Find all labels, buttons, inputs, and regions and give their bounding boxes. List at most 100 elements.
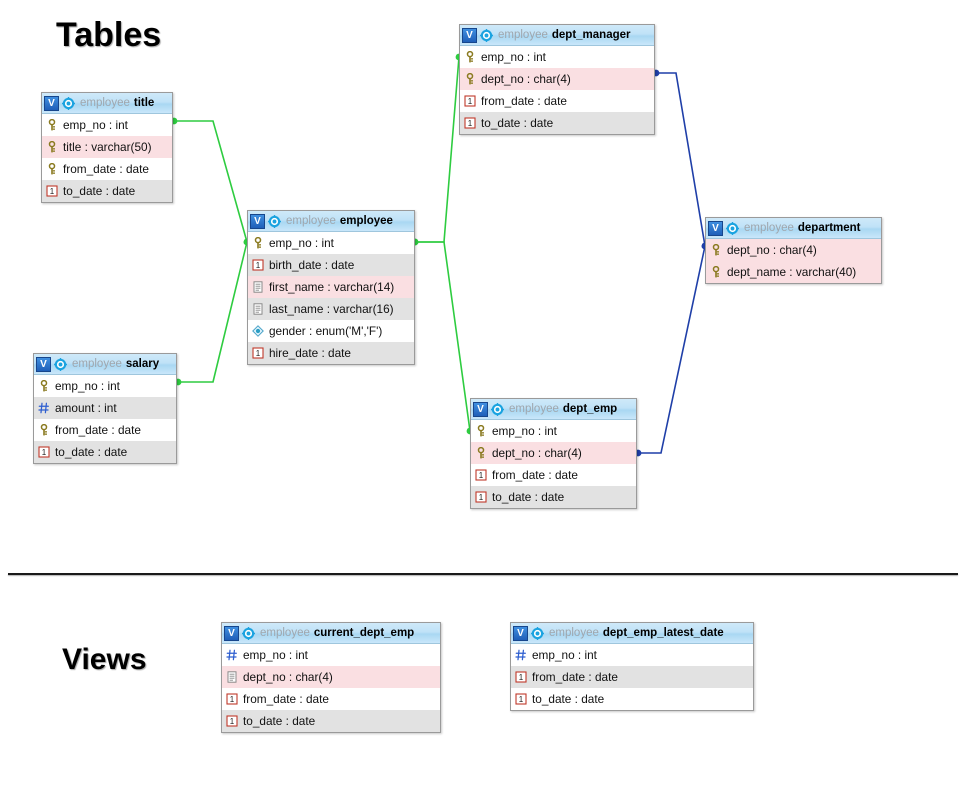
date-icon: 1	[38, 446, 50, 458]
field-row[interactable]: 1 to_date : date	[222, 710, 440, 732]
field-label: to_date : date	[243, 714, 316, 728]
svg-text:1: 1	[42, 448, 47, 457]
key-icon	[254, 237, 262, 249]
field-row[interactable]: emp_no : int	[460, 46, 654, 68]
date-icon: 1	[252, 347, 264, 359]
field-row[interactable]: dept_no : char(4)	[706, 239, 881, 261]
field-row[interactable]: dept_name : varchar(40)	[706, 261, 881, 283]
key-icon	[40, 380, 48, 392]
relationship-salary-to-employee	[178, 241, 248, 383]
svg-text:1: 1	[256, 261, 261, 270]
date-icon: 1	[226, 693, 238, 705]
field-row[interactable]: emp_no : int	[511, 644, 753, 666]
field-label: last_name : varchar(16)	[269, 302, 394, 316]
date-icon: 1	[46, 185, 58, 197]
gear-icon	[726, 221, 739, 235]
table-name: dept_emp_latest_date	[602, 627, 724, 639]
relationship-dept_manager-to-department	[656, 72, 706, 247]
key-icon	[466, 51, 474, 63]
field-row[interactable]: from_date : date	[34, 419, 176, 441]
svg-text:1: 1	[230, 717, 235, 726]
field-row[interactable]: dept_no : char(4)	[460, 68, 654, 90]
key-icon	[712, 244, 720, 256]
field-row[interactable]: emp_no : int	[34, 375, 176, 397]
field-row[interactable]: dept_no : char(4)	[471, 442, 636, 464]
field-row[interactable]: dept_no : char(4)	[222, 666, 440, 688]
gear-icon	[491, 402, 504, 416]
gear-icon	[531, 626, 544, 640]
field-label: from_date : date	[481, 94, 567, 108]
field-row[interactable]: title : varchar(50)	[42, 136, 172, 158]
field-row[interactable]: 1 to_date : date	[460, 112, 654, 134]
key-icon	[48, 119, 56, 131]
schema-name: employee	[509, 403, 559, 415]
field-label: from_date : date	[492, 468, 578, 482]
relationship-title-to-employee	[174, 120, 248, 243]
view-badge-icon: V	[44, 95, 59, 111]
field-row[interactable]: amount : int	[34, 397, 176, 419]
table-name: title	[133, 97, 155, 109]
field-label: to_date : date	[481, 116, 554, 130]
field-row[interactable]: emp_no : int	[248, 232, 414, 254]
field-row[interactable]: emp_no : int	[222, 644, 440, 666]
field-row[interactable]: last_name : varchar(16)	[248, 298, 414, 320]
gear-icon	[480, 28, 493, 42]
view-badge-icon: V	[462, 27, 477, 43]
field-row[interactable]: from_date : date	[42, 158, 172, 180]
date-icon: 1	[464, 117, 476, 129]
date-icon: 1	[515, 693, 527, 705]
field-label: dept_name : varchar(40)	[727, 265, 857, 279]
schema-name: employee	[744, 222, 794, 234]
field-row[interactable]: 1 from_date : date	[460, 90, 654, 112]
section-title-tables: Tables	[56, 16, 162, 54]
field-label: emp_no : int	[269, 236, 334, 250]
view-badge-icon: V	[36, 356, 51, 372]
key-icon	[712, 266, 720, 278]
field-label: first_name : varchar(14)	[269, 280, 395, 294]
field-row[interactable]: emp_no : int	[42, 114, 172, 136]
svg-text:1: 1	[468, 119, 473, 128]
schema-name: employee	[80, 97, 130, 109]
date-icon: 1	[475, 491, 487, 503]
date-icon: 1	[226, 715, 238, 727]
field-row[interactable]: gender : enum('M','F')	[248, 320, 414, 342]
table-name: current_dept_emp	[313, 627, 415, 639]
field-row[interactable]: emp_no : int	[471, 420, 636, 442]
table-name: department	[797, 222, 861, 234]
view-badge-icon: V	[224, 625, 239, 641]
view-badge-icon: V	[513, 625, 528, 641]
table-name: salary	[125, 358, 160, 370]
field-row[interactable]: first_name : varchar(14)	[248, 276, 414, 298]
field-label: dept_no : char(4)	[481, 72, 571, 86]
field-label: from_date : date	[532, 670, 618, 684]
field-label: dept_no : char(4)	[492, 446, 582, 460]
text-icon	[253, 281, 263, 293]
svg-text:1: 1	[468, 97, 473, 106]
key-icon	[48, 163, 56, 175]
